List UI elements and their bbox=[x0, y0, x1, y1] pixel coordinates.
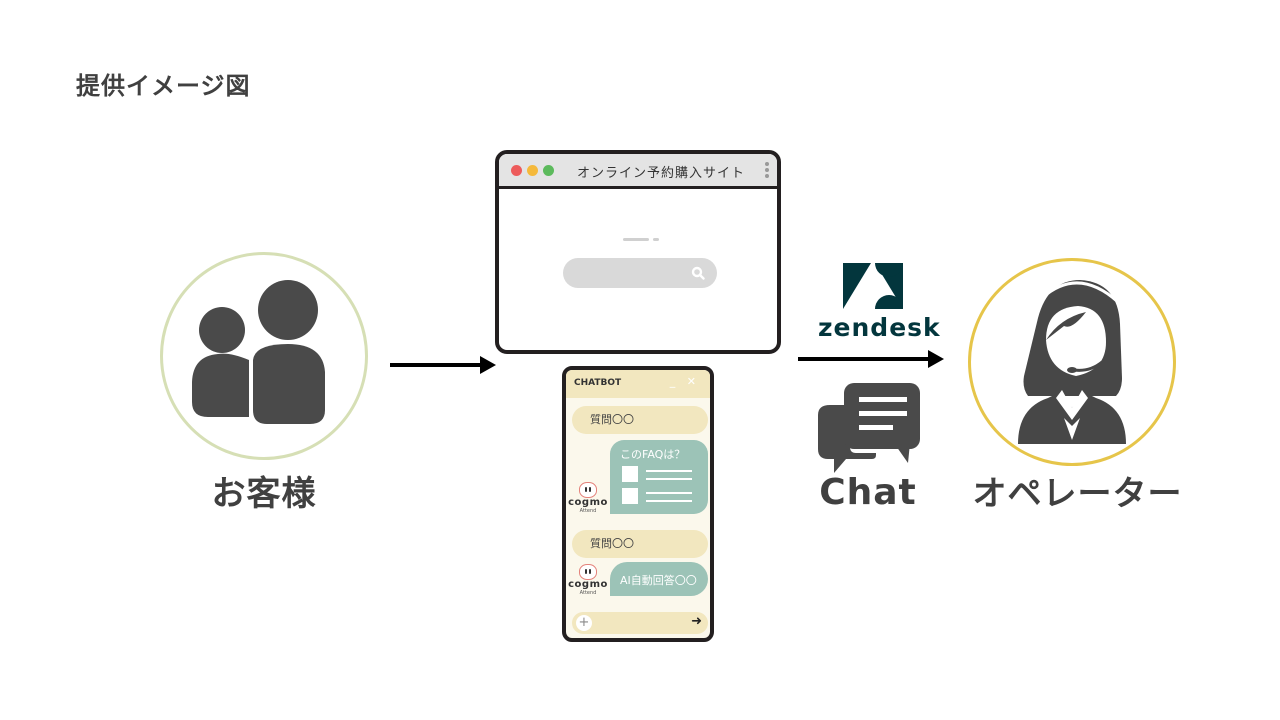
minimize-dot bbox=[527, 165, 538, 176]
placeholder-dot bbox=[653, 238, 659, 241]
cogmo-logo: cogmo Attend bbox=[568, 564, 608, 596]
browser-window: オンライン予約購入サイト bbox=[495, 150, 781, 354]
question-bubble: 質問〇〇 bbox=[572, 406, 708, 434]
browser-title: オンライン予約購入サイト bbox=[577, 166, 746, 181]
faq-line bbox=[646, 478, 692, 480]
send-arrow-icon[interactable]: ➜ bbox=[691, 614, 702, 629]
search-icon[interactable] bbox=[691, 266, 705, 280]
chat-label: Chat bbox=[819, 472, 917, 513]
faq-line bbox=[646, 492, 692, 494]
chat-input[interactable]: + ➜ bbox=[572, 612, 708, 634]
arrow-site-to-operator bbox=[798, 350, 944, 368]
chatbot-header: CHATBOT _ ✕ bbox=[566, 370, 710, 398]
users-icon bbox=[192, 280, 325, 424]
browser-titlebar: オンライン予約購入サイト bbox=[499, 154, 777, 189]
chat-bubbles-icon bbox=[818, 383, 920, 473]
zendesk-logo-icon bbox=[843, 263, 903, 309]
maximize-dot bbox=[543, 165, 554, 176]
placeholder-line bbox=[623, 238, 649, 241]
page-title: 提供イメージ図 bbox=[76, 72, 251, 100]
zendesk-wordmark: zendesk bbox=[818, 313, 941, 342]
cogmo-face-icon bbox=[579, 482, 597, 498]
operator-headset-icon bbox=[1018, 280, 1126, 444]
kebab-menu-icon[interactable] bbox=[765, 162, 769, 180]
chatbot-window-controls[interactable]: _ ✕ bbox=[669, 375, 700, 388]
customer-circle bbox=[160, 252, 368, 460]
search-input[interactable] bbox=[563, 258, 717, 288]
operator-circle bbox=[968, 258, 1176, 466]
cogmo-face-icon bbox=[579, 564, 597, 580]
faq-checkbox[interactable] bbox=[622, 488, 638, 504]
faq-checkbox[interactable] bbox=[622, 466, 638, 482]
faq-heading: このFAQは？ bbox=[620, 448, 686, 461]
answer-bubble-ai: AI自動回答〇〇 bbox=[610, 562, 708, 596]
chatbot-phone: CHATBOT _ ✕ 質問〇〇 このFAQは？ cogmo Attend 質問… bbox=[562, 366, 714, 642]
cogmo-logo: cogmo Attend bbox=[568, 482, 608, 514]
chatbot-title: CHATBOT bbox=[574, 378, 622, 388]
faq-line bbox=[646, 470, 692, 472]
close-dot bbox=[511, 165, 522, 176]
faq-line bbox=[646, 500, 692, 502]
operator-label: オペレーター bbox=[972, 474, 1183, 514]
answer-bubble-faq: このFAQは？ bbox=[610, 440, 708, 514]
arrow-customer-to-site bbox=[390, 356, 496, 374]
customer-label: お客様 bbox=[211, 474, 317, 514]
plus-icon[interactable]: + bbox=[576, 615, 592, 631]
question-bubble: 質問〇〇 bbox=[572, 530, 708, 558]
